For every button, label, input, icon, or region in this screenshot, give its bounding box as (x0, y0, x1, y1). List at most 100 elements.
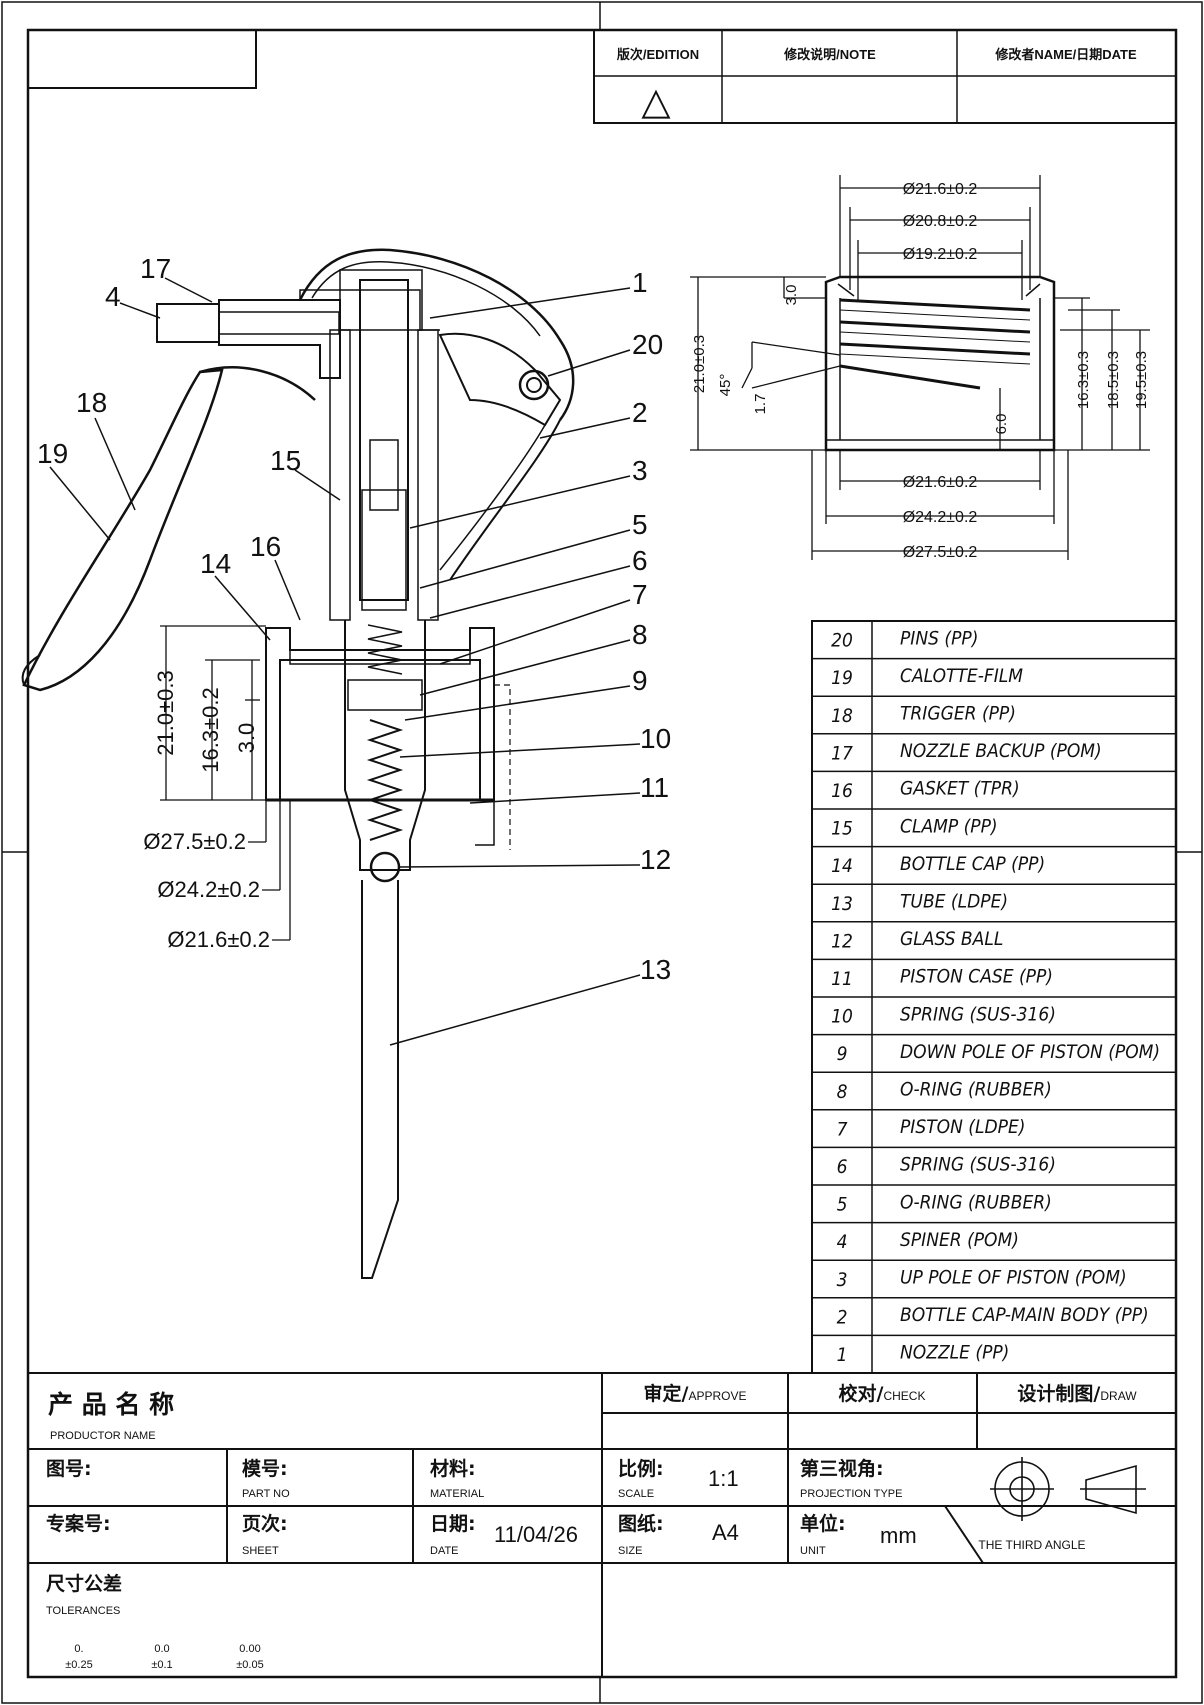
callout-10: 10 (640, 723, 671, 754)
bom-item-description: NOZZLE (PP) (900, 1342, 1009, 1364)
bom-item-description: TRIGGER (PP) (900, 703, 1016, 725)
bom-row: 7 PISTON (LDPE) (837, 1116, 1026, 1140)
bom-row: 12 GLASS BALL (831, 928, 1003, 952)
bom-row: 14 BOTTLE CAP (PP) (831, 853, 1045, 877)
bom-item-number: 10 (831, 1006, 853, 1028)
bottle-cap-detail-view: Ø21.6±0.2 Ø20.8±0.2 Ø19.2±0.2 Ø21.6±0.2 … (690, 175, 1150, 561)
draw-label-cn: 设计制图/ (1017, 1382, 1100, 1405)
bom-item-number: 14 (831, 855, 853, 877)
tolerances-label-cn: 尺寸公差 (46, 1572, 122, 1595)
bom-item-description: DOWN POLE OF PISTON (POM) (900, 1041, 1160, 1063)
sheet-label-en: SHEET (242, 1545, 279, 1557)
date-value: 11/04/26 (494, 1522, 578, 1547)
callout-6: 6 (632, 545, 648, 576)
bom-item-number: 15 (831, 818, 853, 840)
tolerance-head-1: 0. (74, 1643, 83, 1655)
callout-15: 15 (270, 445, 301, 476)
callout-8: 8 (632, 619, 648, 650)
tolerance-head-3: 0.00 (239, 1643, 260, 1655)
cap-dim-1-7: 1.7 (752, 394, 769, 415)
draw-label-en: DRAW (1100, 1389, 1137, 1403)
callout-17: 17 (140, 253, 171, 284)
svg-text:设计制图/DRAW: 设计制图/DRAW (1017, 1382, 1137, 1405)
cap-dim-height-19-5: 19.5±0.3 (1133, 351, 1150, 409)
callout-12: 12 (640, 844, 671, 875)
callout-3: 3 (632, 455, 648, 486)
unit-value: mm (880, 1523, 917, 1548)
bom-row: 17 NOZZLE BACKUP (POM) (831, 740, 1102, 764)
material-label-en: MATERIAL (430, 1488, 484, 1500)
dim-diameter-27-5: Ø27.5±0.2 (143, 829, 246, 854)
callout-2: 2 (632, 397, 648, 428)
size-label-cn: 图纸: (618, 1512, 664, 1535)
bom-item-description: UP POLE OF PISTON (POM) (900, 1267, 1127, 1289)
cap-dim-height-3: 3.0 (783, 285, 800, 306)
note-header: 修改说明/NOTE (783, 47, 876, 62)
part-no-label-en: PART NO (242, 1488, 290, 1500)
callout-11: 11 (640, 772, 669, 803)
callout-5: 5 (632, 509, 648, 540)
bom-item-number: 5 (837, 1194, 848, 1216)
drawing-no-label: 图号: (46, 1458, 92, 1480)
bom-row: 16 GASKET (TPR) (831, 778, 1020, 802)
cap-dim-height-21: 21.0±0.3 (691, 335, 708, 393)
bom-item-description: GASKET (TPR) (900, 778, 1020, 800)
bom-item-description: GLASS BALL (900, 928, 1003, 950)
bom-item-description: SPRING (SUS-316) (900, 1003, 1056, 1025)
dim-height-21: 21.0±0.3 (153, 670, 178, 755)
bom-item-number: 13 (831, 893, 853, 915)
cap-dim-bottom-27-5: Ø27.5±0.2 (903, 544, 978, 561)
bom-item-description: SPINER (POM) (900, 1229, 1019, 1251)
bom-item-description: BOTTLE CAP (PP) (900, 853, 1045, 875)
bom-item-number: 19 (831, 667, 853, 689)
bom-row: 5 O-RING (RUBBER) (837, 1191, 1052, 1215)
edition-header: 版次/EDITION (617, 47, 699, 62)
date-label-cn: 日期: (430, 1513, 476, 1535)
bom-item-description: PISTON (LDPE) (900, 1116, 1025, 1138)
callout-4: 4 (105, 281, 121, 312)
cap-dim-top-19-2: Ø19.2±0.2 (903, 246, 978, 263)
callout-14: 14 (200, 548, 231, 579)
dim-diameter-24-2: Ø24.2±0.2 (157, 877, 260, 902)
bom-item-number: 17 (831, 742, 853, 764)
bom-item-number: 11 (831, 968, 853, 990)
revision-triangle-mark: △ (641, 81, 671, 123)
bom-item-description: O-RING (RUBBER) (900, 1191, 1052, 1213)
part-no-label-cn: 模号: (242, 1457, 288, 1480)
size-value: A4 (712, 1520, 739, 1545)
approve-label-cn: 审定/ (644, 1382, 689, 1405)
callout-13: 13 (640, 954, 671, 985)
projection-label-en: PROJECTION TYPE (800, 1488, 902, 1500)
callout-9: 9 (632, 665, 648, 696)
tolerance-value-2: ±0.1 (151, 1659, 172, 1671)
scale-value: 1:1 (708, 1466, 739, 1491)
projection-caption: THE THIRD ANGLE (978, 1538, 1085, 1552)
bom-item-number: 7 (837, 1118, 848, 1140)
cap-dim-height-6: 6.0 (993, 414, 1010, 435)
check-label-en: CHECK (883, 1389, 925, 1403)
bom-item-number: 4 (837, 1231, 848, 1253)
bom-row: 10 SPRING (SUS-316) (831, 1003, 1056, 1027)
cap-dim-top-21-6: Ø21.6±0.2 (903, 181, 978, 198)
bom-item-number: 2 (837, 1306, 848, 1328)
bom-item-number: 12 (831, 930, 853, 952)
product-name-label-cn: 产 品 名 称 (48, 1390, 174, 1419)
bom-row: 4 SPINER (POM) (837, 1229, 1019, 1253)
trigger-sprayer-section-view (21, 248, 575, 1279)
scale-label-cn: 比例: (618, 1457, 664, 1480)
date-label-en: DATE (430, 1545, 459, 1557)
callout-1: 1 (632, 267, 648, 298)
callout-16: 16 (250, 531, 281, 562)
material-label-cn: 材料: (430, 1457, 476, 1480)
bom-item-number: 16 (831, 780, 853, 802)
callout-leaders (49, 277, 641, 1046)
svg-text:审定/APPROVE: 审定/APPROVE (644, 1382, 747, 1405)
bom-item-description: NOZZLE BACKUP (POM) (900, 740, 1102, 762)
tolerance-value-3: ±0.05 (236, 1659, 263, 1671)
tolerances-label-en: TOLERANCES (46, 1605, 120, 1617)
